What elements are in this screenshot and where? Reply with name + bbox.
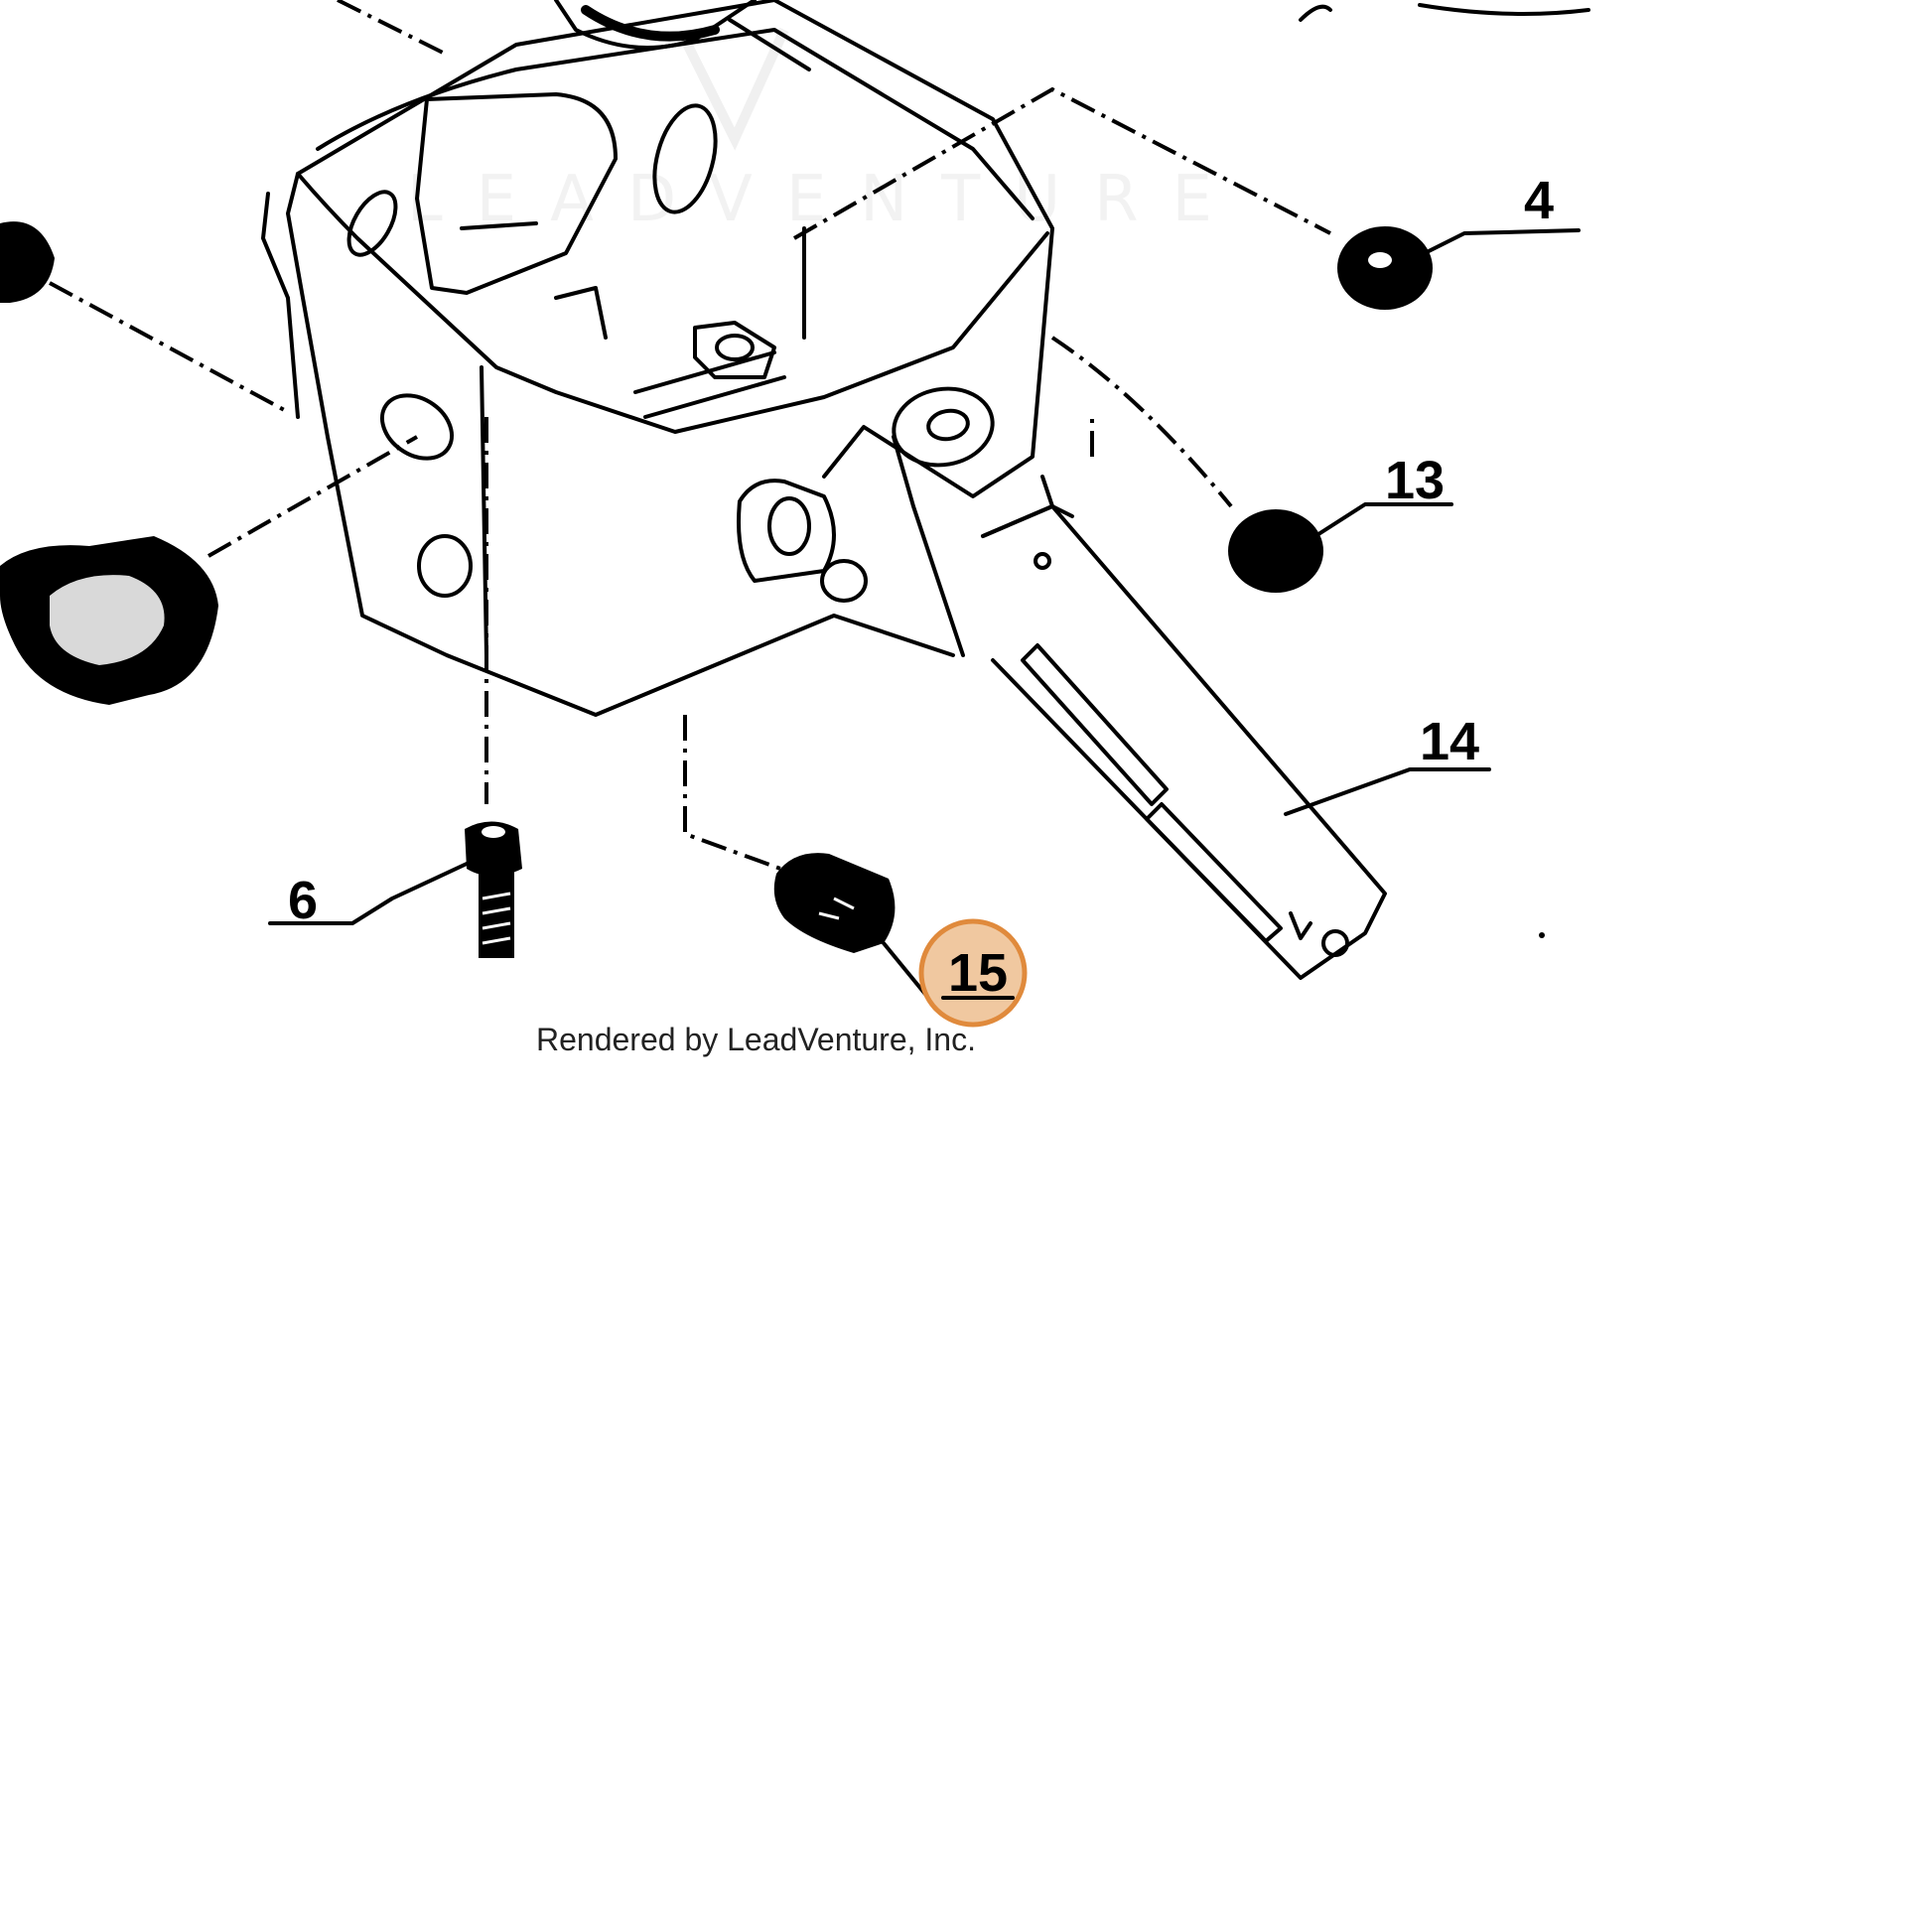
svg-text:15: 15 — [948, 943, 1008, 1003]
housing-body — [261, 0, 1054, 717]
watermark-logo-mark — [680, 27, 789, 151]
callout-4[interactable]: 4 — [1524, 171, 1554, 230]
top-cropped-parts — [337, 0, 1590, 57]
arm-part-14 — [981, 504, 1387, 980]
callout-13[interactable]: 13 — [1385, 451, 1445, 510]
watermark-logo: LEADVENTURE — [407, 163, 1246, 236]
leader-lines — [49, 86, 1331, 876]
callout-6[interactable]: 6 — [288, 871, 318, 930]
part-13-plug — [1228, 502, 1453, 593]
callout-15-highlighted[interactable]: 15 — [918, 918, 1028, 1028]
part-15-plug — [773, 853, 930, 1000]
svg-text:13: 13 — [1385, 451, 1445, 510]
svg-text:4: 4 — [1524, 171, 1554, 230]
stray-dot — [1539, 932, 1545, 938]
left-cropped-plug — [0, 221, 55, 303]
svg-text:6: 6 — [288, 871, 318, 930]
callout-14[interactable]: 14 — [1420, 712, 1479, 771]
part-4-plug — [1337, 226, 1581, 310]
leader-14 — [1284, 767, 1491, 816]
credit-line: Rendered by LeadVenture, Inc. — [536, 1022, 976, 1057]
part-6-bolt — [268, 821, 522, 958]
left-cropped-filter — [0, 536, 218, 705]
svg-text:14: 14 — [1420, 712, 1479, 771]
